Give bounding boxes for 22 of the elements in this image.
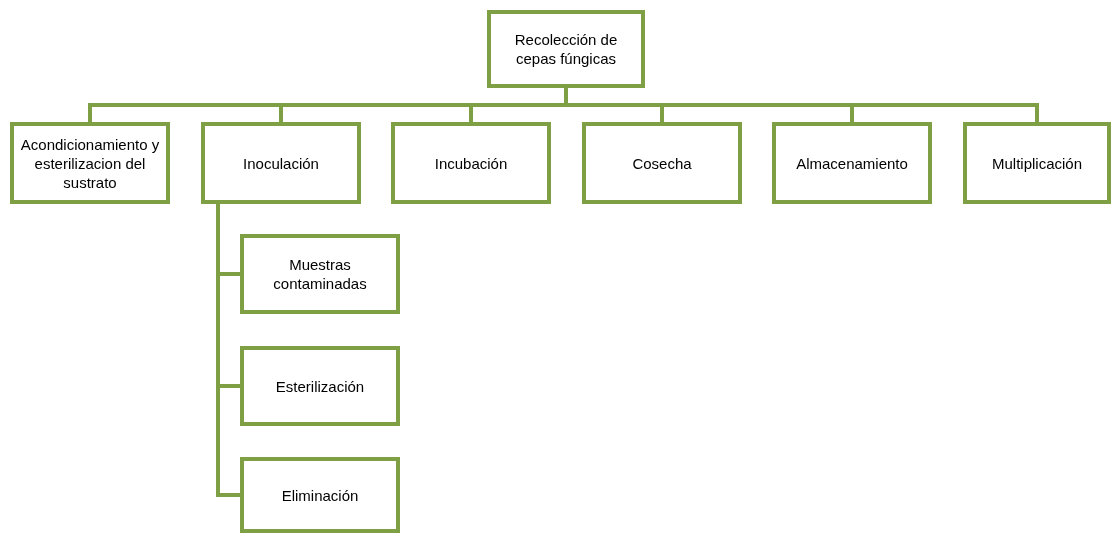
box-label: Almacenamiento bbox=[796, 153, 908, 173]
box-label: Eliminación bbox=[281, 485, 359, 505]
box-label: Muestras contaminadas bbox=[272, 255, 368, 293]
process-box bbox=[201, 122, 361, 204]
process-box bbox=[487, 10, 645, 88]
box-label: Multiplicación bbox=[991, 153, 1082, 173]
box-label: Inoculación bbox=[243, 153, 319, 173]
connector-line bbox=[564, 88, 1039, 122]
box-label: Cosecha bbox=[632, 153, 692, 173]
process-box bbox=[240, 457, 400, 533]
process-box bbox=[963, 122, 1111, 204]
process-box bbox=[240, 234, 400, 314]
process-box bbox=[240, 346, 400, 426]
box-label: Incubación bbox=[434, 153, 508, 173]
connector-line bbox=[216, 204, 240, 497]
box-label: Esterilización bbox=[275, 376, 365, 396]
box-label: Recolección de cepas fúngicas bbox=[513, 30, 619, 68]
process-box bbox=[391, 122, 551, 204]
box-label: Acondicionamiento y esterilizacion del sustrato bbox=[19, 134, 161, 192]
process-box bbox=[10, 122, 170, 204]
process-box bbox=[772, 122, 932, 204]
process-box bbox=[582, 122, 742, 204]
